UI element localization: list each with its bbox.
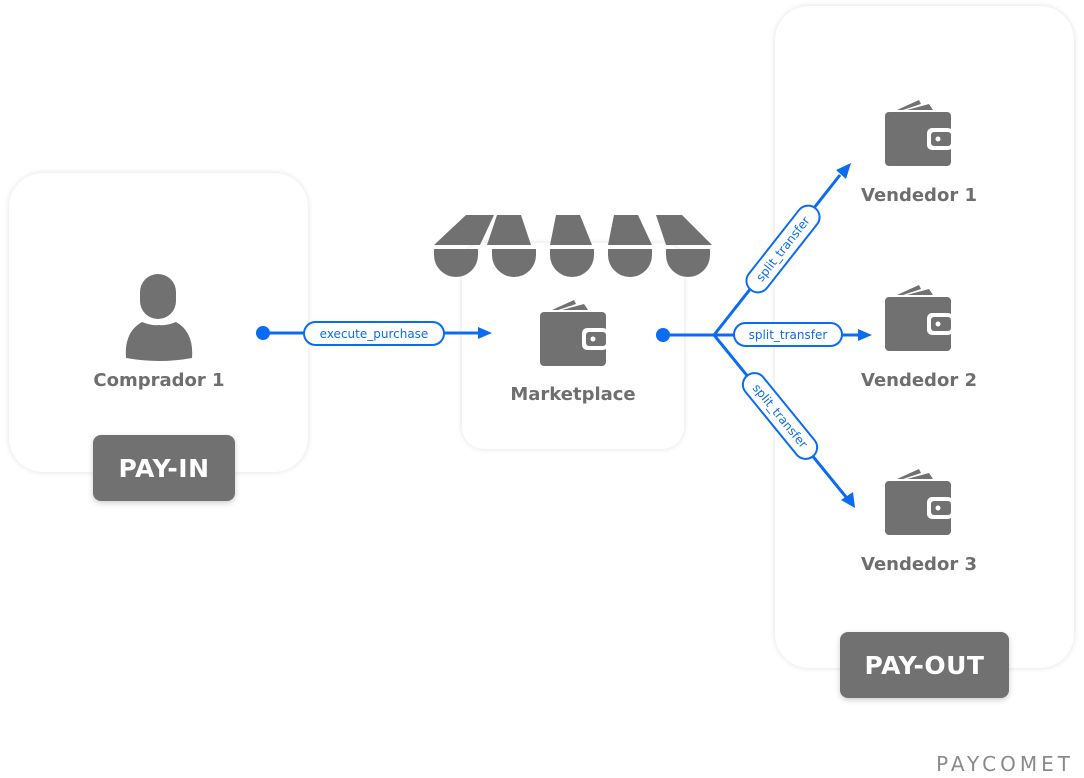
seller-1-label: Vendedor 1 [861,185,977,206]
wallet-icon [540,300,608,366]
split-label-pill-3: split_transfer [741,372,819,460]
seller-3-label: Vendedor 3 [861,554,977,575]
split-label-pill-1: split_transfer [745,204,821,294]
seller-2-label: Vendedor 2 [861,370,977,391]
split-arrowhead-3 [841,492,855,508]
buyer-label: Comprador 1 [93,370,225,391]
payin-badge: PAY-IN [93,435,235,501]
split-label-1: split_transfer [753,214,813,285]
split-label-pill-2: split_transfer [733,322,843,347]
wallet-icon [885,469,953,535]
payin-card [9,173,308,472]
wallet-icon [885,285,953,351]
split-arrowhead-1 [836,163,851,179]
payout-badge: PAY-OUT [840,632,1009,698]
marketplace-label: Marketplace [510,384,636,405]
purchase-arrowhead [478,327,492,339]
paycomet-logo: PAYCOMET [936,752,1074,776]
split-start-dot [656,328,670,342]
purchase-start-dot [256,326,270,340]
purchase-label: execute_purchase [320,327,429,341]
purchase-label-pill: execute_purchase [303,321,445,346]
split-label-3: split_transfer [750,381,811,451]
split-arrowhead-2 [858,329,872,341]
user-icon [125,274,193,361]
wallet-icon [885,100,953,166]
split-label-2: split_transfer [749,328,828,342]
store-awning-icon [434,215,712,277]
